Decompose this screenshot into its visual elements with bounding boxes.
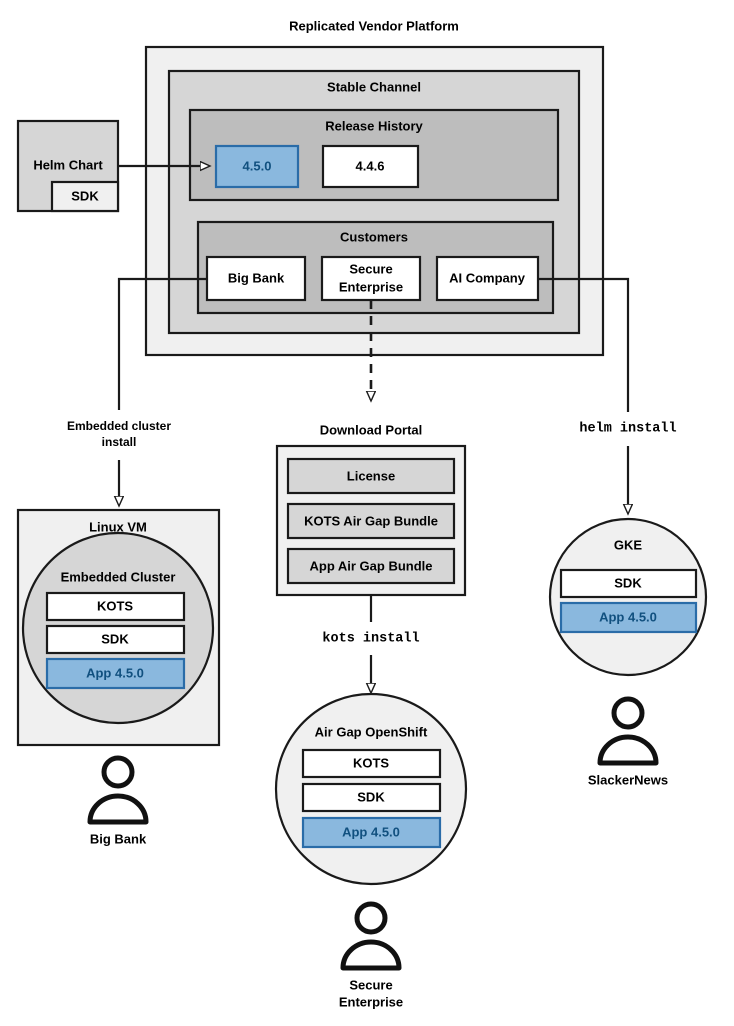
release-card-4-4-6[interactable] — [321, 144, 420, 189]
linux-vm-title: Linux VM — [89, 519, 147, 534]
component-label: SDK — [614, 575, 642, 590]
linux-vm-component-kots[interactable] — [45, 591, 186, 622]
customer-name-label-line2: Enterprise — [339, 279, 403, 294]
customer-card-big-bank[interactable] — [205, 255, 307, 302]
helm-install-label: helm install — [579, 422, 676, 437]
linux-vm-component-sdk[interactable] — [45, 624, 186, 655]
customer-name-label: Big Bank — [228, 270, 285, 285]
stable-channel-title: Stable Channel — [327, 79, 421, 94]
portal-artifact-kots-airgap[interactable] — [286, 502, 456, 540]
download-portal-title: Download Portal — [320, 422, 423, 437]
release-history-title: Release History — [325, 118, 423, 133]
person-icon — [340, 901, 402, 971]
embedded-install-label-line1: Embedded cluster — [67, 419, 171, 433]
gke-customer-label: SlackerNews — [588, 772, 668, 787]
airgap-customer-label-line1: Secure — [349, 977, 392, 992]
artifact-label: License — [347, 468, 395, 483]
component-label: SDK — [101, 631, 129, 646]
release-version-label: 4.4.6 — [356, 158, 385, 173]
customer-card-ai-company[interactable] — [435, 255, 540, 302]
component-label: KOTS — [97, 598, 133, 613]
linux-vm-customer-label: Big Bank — [90, 831, 147, 846]
customer-name-label: Secure — [349, 261, 392, 276]
release-card-4-5-0[interactable] — [214, 144, 300, 189]
component-label: SDK — [357, 789, 385, 804]
component-label: KOTS — [353, 755, 389, 770]
artifact-label: KOTS Air Gap Bundle — [304, 513, 438, 528]
gke-title: GKE — [614, 537, 643, 552]
component-label: App 4.5.0 — [599, 609, 657, 624]
airgap-component-kots[interactable] — [301, 748, 442, 779]
release-version-label: 4.5.0 — [243, 158, 272, 173]
helm-chart-sdk-box[interactable] — [50, 180, 120, 213]
linux-vm-component-app[interactable] — [45, 657, 186, 690]
person-icon — [597, 696, 659, 766]
helm-chart-label: Helm Chart — [33, 157, 103, 172]
customers-title: Customers — [340, 229, 408, 244]
connector-big-bank-to-embedded — [117, 277, 207, 410]
connector-ai-company-to-gke — [538, 277, 630, 412]
airgap-openshift-title: Air Gap OpenShift — [315, 724, 428, 739]
person-icon — [87, 755, 149, 825]
airgap-component-app[interactable] — [301, 816, 442, 849]
artifact-label: App Air Gap Bundle — [309, 558, 432, 573]
component-label: App 4.5.0 — [342, 824, 400, 839]
portal-artifact-app-airgap[interactable] — [286, 547, 456, 585]
component-label: App 4.5.0 — [86, 665, 144, 680]
customer-card-secure-enterprise[interactable] — [320, 255, 422, 302]
gke-component-app[interactable] — [559, 601, 698, 634]
airgap-component-sdk[interactable] — [301, 782, 442, 813]
kots-install-label: kots install — [322, 632, 419, 647]
customer-name-label: AI Company — [449, 270, 526, 285]
portal-artifact-license[interactable] — [286, 457, 456, 495]
embedded-cluster-title: Embedded Cluster — [61, 569, 176, 584]
embedded-install-label-line2: install — [102, 435, 137, 449]
airgap-customer-label-line2: Enterprise — [339, 994, 403, 1009]
sdk-label: SDK — [71, 188, 99, 203]
gke-component-sdk[interactable] — [559, 568, 698, 599]
page-title: Replicated Vendor Platform — [289, 18, 459, 33]
